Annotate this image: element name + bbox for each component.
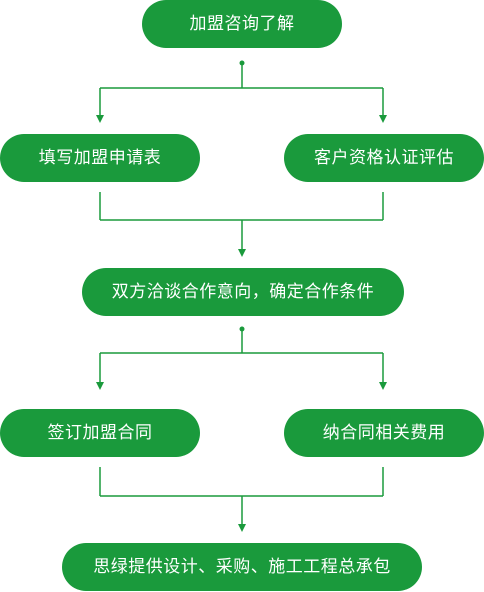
step-pay-fees: 纳合同相关费用 — [284, 409, 484, 457]
step-label: 双方洽谈合作意向，确定合作条件 — [111, 282, 375, 302]
step-epc-contracting: 思绿提供设计、采购、施工工程总承包 — [62, 543, 422, 591]
split-dot-1 — [239, 60, 245, 66]
step-label: 思绿提供设计、采购、施工工程总承包 — [93, 557, 391, 577]
split-dot-2 — [239, 326, 245, 332]
merge-connector-1 — [99, 192, 384, 257]
step-negotiation: 双方洽谈合作意向，确定合作条件 — [82, 268, 404, 316]
step-label: 加盟咨询了解 — [189, 14, 295, 34]
step-consult: 加盟咨询了解 — [142, 0, 342, 48]
step-application-form: 填写加盟申请表 — [0, 134, 200, 182]
split-connector-2 — [96, 326, 387, 390]
step-label: 纳合同相关费用 — [322, 423, 446, 443]
step-label: 客户资格认证评估 — [314, 148, 454, 168]
step-label: 填写加盟申请表 — [38, 148, 162, 168]
step-label: 签订加盟合同 — [47, 423, 153, 443]
step-sign-contract: 签订加盟合同 — [0, 409, 200, 457]
merge-connector-2 — [99, 467, 384, 532]
split-connector-1 — [96, 60, 387, 123]
step-qualification-assessment: 客户资格认证评估 — [284, 134, 484, 182]
